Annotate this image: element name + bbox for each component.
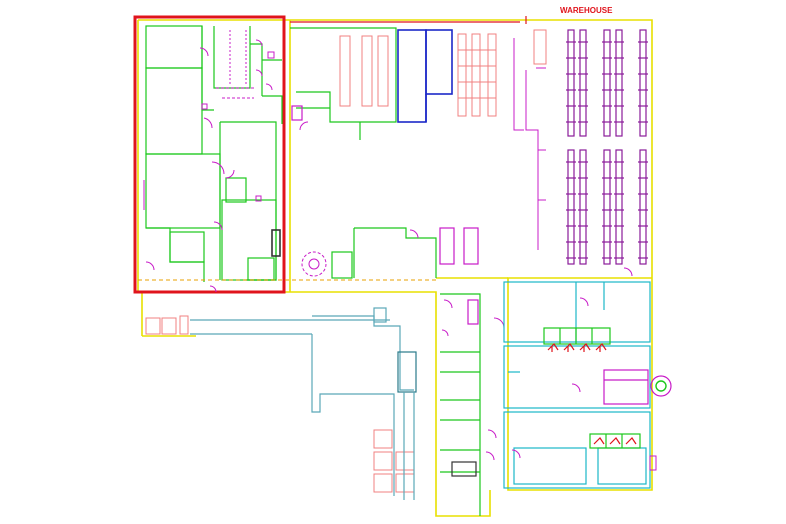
annex-boxes bbox=[145, 315, 415, 493]
lab-doors bbox=[511, 267, 657, 471]
rack-column bbox=[579, 149, 587, 265]
highlight-box bbox=[133, 15, 286, 294]
warehouse-label: WAREHOUSE bbox=[560, 6, 613, 15]
rack-column bbox=[567, 29, 575, 137]
blue-storage bbox=[397, 29, 453, 123]
rack-column bbox=[639, 149, 647, 265]
lab-benches bbox=[543, 327, 649, 449]
lab-rooms bbox=[503, 281, 651, 489]
teal-hallway bbox=[190, 307, 417, 500]
rack-column bbox=[579, 29, 587, 137]
office-rooms bbox=[145, 25, 283, 282]
rack-column bbox=[603, 29, 611, 137]
warehouse-racks bbox=[566, 29, 648, 265]
rack-column bbox=[567, 149, 575, 265]
building-outline bbox=[137, 19, 653, 517]
rack-column bbox=[639, 29, 647, 137]
central-rooms bbox=[331, 227, 481, 516]
rack-column bbox=[615, 149, 623, 265]
rack-column bbox=[603, 149, 611, 265]
lab-stations bbox=[547, 343, 637, 445]
dark-cabinet bbox=[271, 229, 281, 257]
production-area bbox=[290, 27, 397, 140]
top-wall-accent bbox=[290, 16, 527, 24]
office-details bbox=[143, 30, 275, 271]
round-planter bbox=[650, 375, 672, 397]
warehouse-rack-left bbox=[513, 38, 546, 250]
salmon-racks bbox=[339, 29, 547, 117]
rack-column bbox=[615, 29, 623, 137]
